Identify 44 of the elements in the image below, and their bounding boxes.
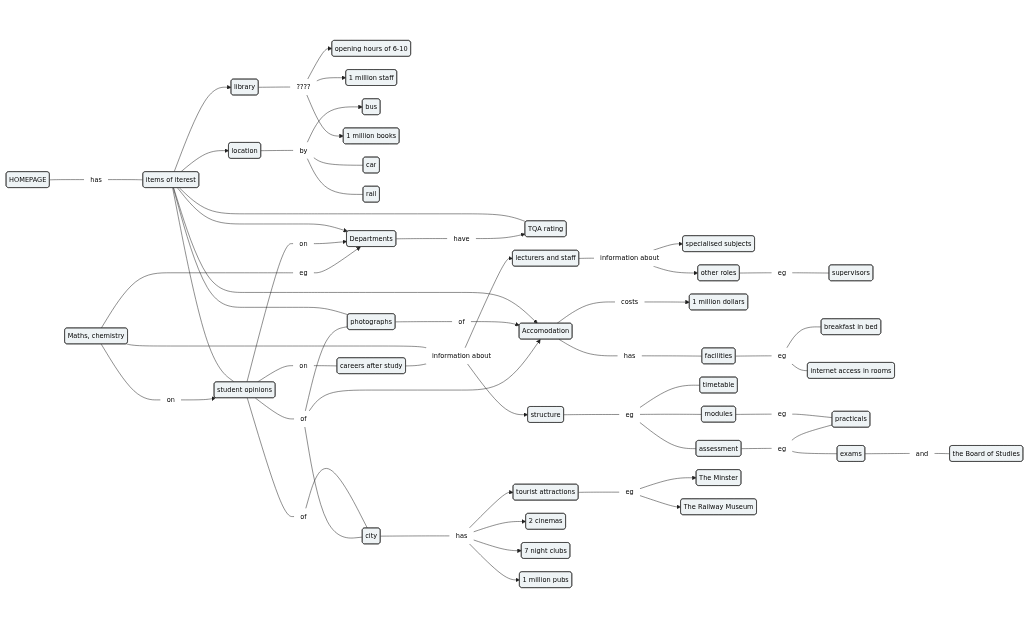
connector: [735, 355, 772, 357]
connector: [934, 453, 951, 454]
connector: [395, 321, 453, 323]
connector: [395, 238, 448, 240]
connector: [100, 343, 161, 401]
connector: [791, 413, 833, 418]
connector: [126, 343, 427, 349]
connector: [313, 157, 364, 166]
connector: [255, 397, 295, 420]
connector: [741, 448, 772, 449]
connector: [791, 424, 833, 441]
connector: [258, 86, 291, 88]
connector: [563, 414, 620, 415]
connector: [739, 272, 772, 274]
connector: [578, 491, 620, 493]
connector: [641, 355, 703, 357]
connector: [179, 187, 527, 222]
connector: [791, 363, 808, 371]
connector: [578, 257, 595, 259]
connector: [791, 451, 838, 454]
connector: [380, 535, 450, 537]
connector: [101, 272, 294, 329]
connector: [172, 187, 235, 383]
connector: [107, 179, 144, 181]
connector: [639, 414, 702, 415]
connector: [556, 301, 616, 324]
connector: [305, 468, 368, 529]
connector: [257, 365, 294, 383]
connector: [405, 363, 427, 367]
connector: [313, 365, 338, 367]
connector: [639, 384, 701, 408]
connector: [49, 179, 85, 181]
connector: [735, 413, 772, 415]
connector: [864, 453, 910, 454]
connector: [304, 426, 363, 539]
connector: [791, 272, 830, 274]
connector: [305, 326, 348, 412]
connector: [247, 397, 295, 517]
connector: [558, 339, 618, 357]
connector: [639, 422, 697, 449]
connector: [786, 326, 822, 349]
connector: [307, 158, 364, 195]
connector: [260, 150, 294, 151]
connector: [246, 243, 294, 383]
